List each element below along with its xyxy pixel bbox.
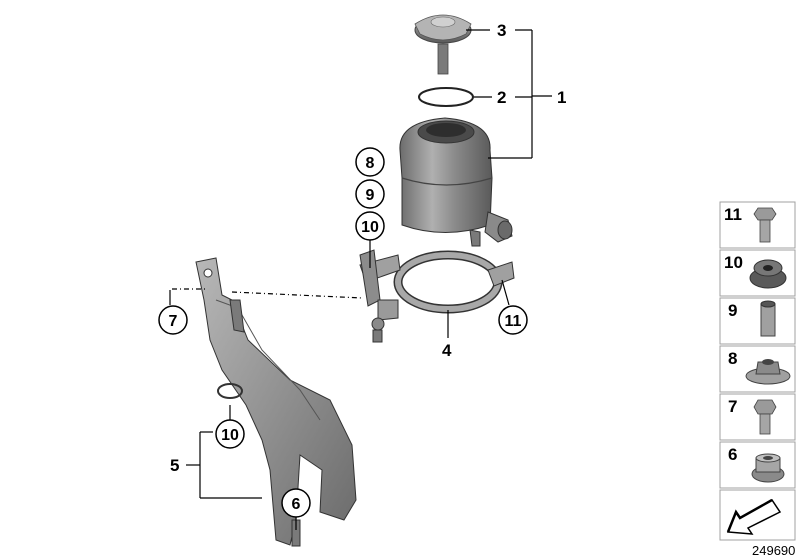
svg-text:7: 7 xyxy=(728,397,737,416)
hex-bolt-icon xyxy=(753,207,777,243)
support-bracket xyxy=(195,257,357,547)
svg-text:9: 9 xyxy=(728,301,737,320)
svg-text:6: 6 xyxy=(728,445,737,464)
svg-text:10: 10 xyxy=(221,427,239,444)
reservoir-tank xyxy=(399,117,513,247)
callout-6: 6 xyxy=(281,488,311,518)
svg-text:10: 10 xyxy=(724,253,743,272)
castellated-nut-icon xyxy=(749,259,787,289)
svg-text:11: 11 xyxy=(505,313,522,330)
collar-nut-icon xyxy=(751,453,785,483)
parts-legend: 11 10 9 8 xyxy=(719,201,796,541)
svg-text:8: 8 xyxy=(366,155,375,172)
callout-5: 5 xyxy=(170,456,179,475)
legend-row-9: 9 xyxy=(719,297,796,345)
spacer-sleeve-icon xyxy=(760,300,776,337)
svg-text:10: 10 xyxy=(361,219,379,236)
callout-10-upper: 10 xyxy=(355,211,385,241)
reservoir-bracket xyxy=(359,249,515,343)
svg-text:7: 7 xyxy=(169,313,178,330)
o-ring xyxy=(418,87,474,107)
svg-text:6: 6 xyxy=(292,496,301,513)
legend-row-symbol xyxy=(719,489,796,541)
reservoir-cap xyxy=(414,14,472,75)
direction-arrow-icon xyxy=(726,498,782,535)
svg-text:8: 8 xyxy=(728,349,737,368)
callout-11: 11 xyxy=(498,305,528,335)
hex-bolt-icon xyxy=(753,399,777,435)
callout-4: 4 xyxy=(442,341,452,360)
legend-row-11: 11 xyxy=(719,201,796,249)
legend-row-7: 7 xyxy=(719,393,796,441)
callout-8: 8 xyxy=(355,147,385,177)
callout-1: 1 xyxy=(557,88,566,107)
svg-text:11: 11 xyxy=(724,205,742,224)
leader-lines xyxy=(169,29,552,530)
svg-text:9: 9 xyxy=(366,187,375,204)
legend-row-6: 6 xyxy=(719,441,796,489)
callout-9: 9 xyxy=(355,179,385,209)
legend-row-10: 10 xyxy=(719,249,796,297)
flange-nut-icon xyxy=(745,359,791,385)
callout-7: 7 xyxy=(158,305,188,335)
legend-row-8: 8 xyxy=(719,345,796,393)
callout-2: 2 xyxy=(497,88,506,107)
callout-3: 3 xyxy=(497,21,506,40)
diagram-id: 249690 xyxy=(752,543,795,558)
callout-10-lower: 10 xyxy=(215,419,245,449)
